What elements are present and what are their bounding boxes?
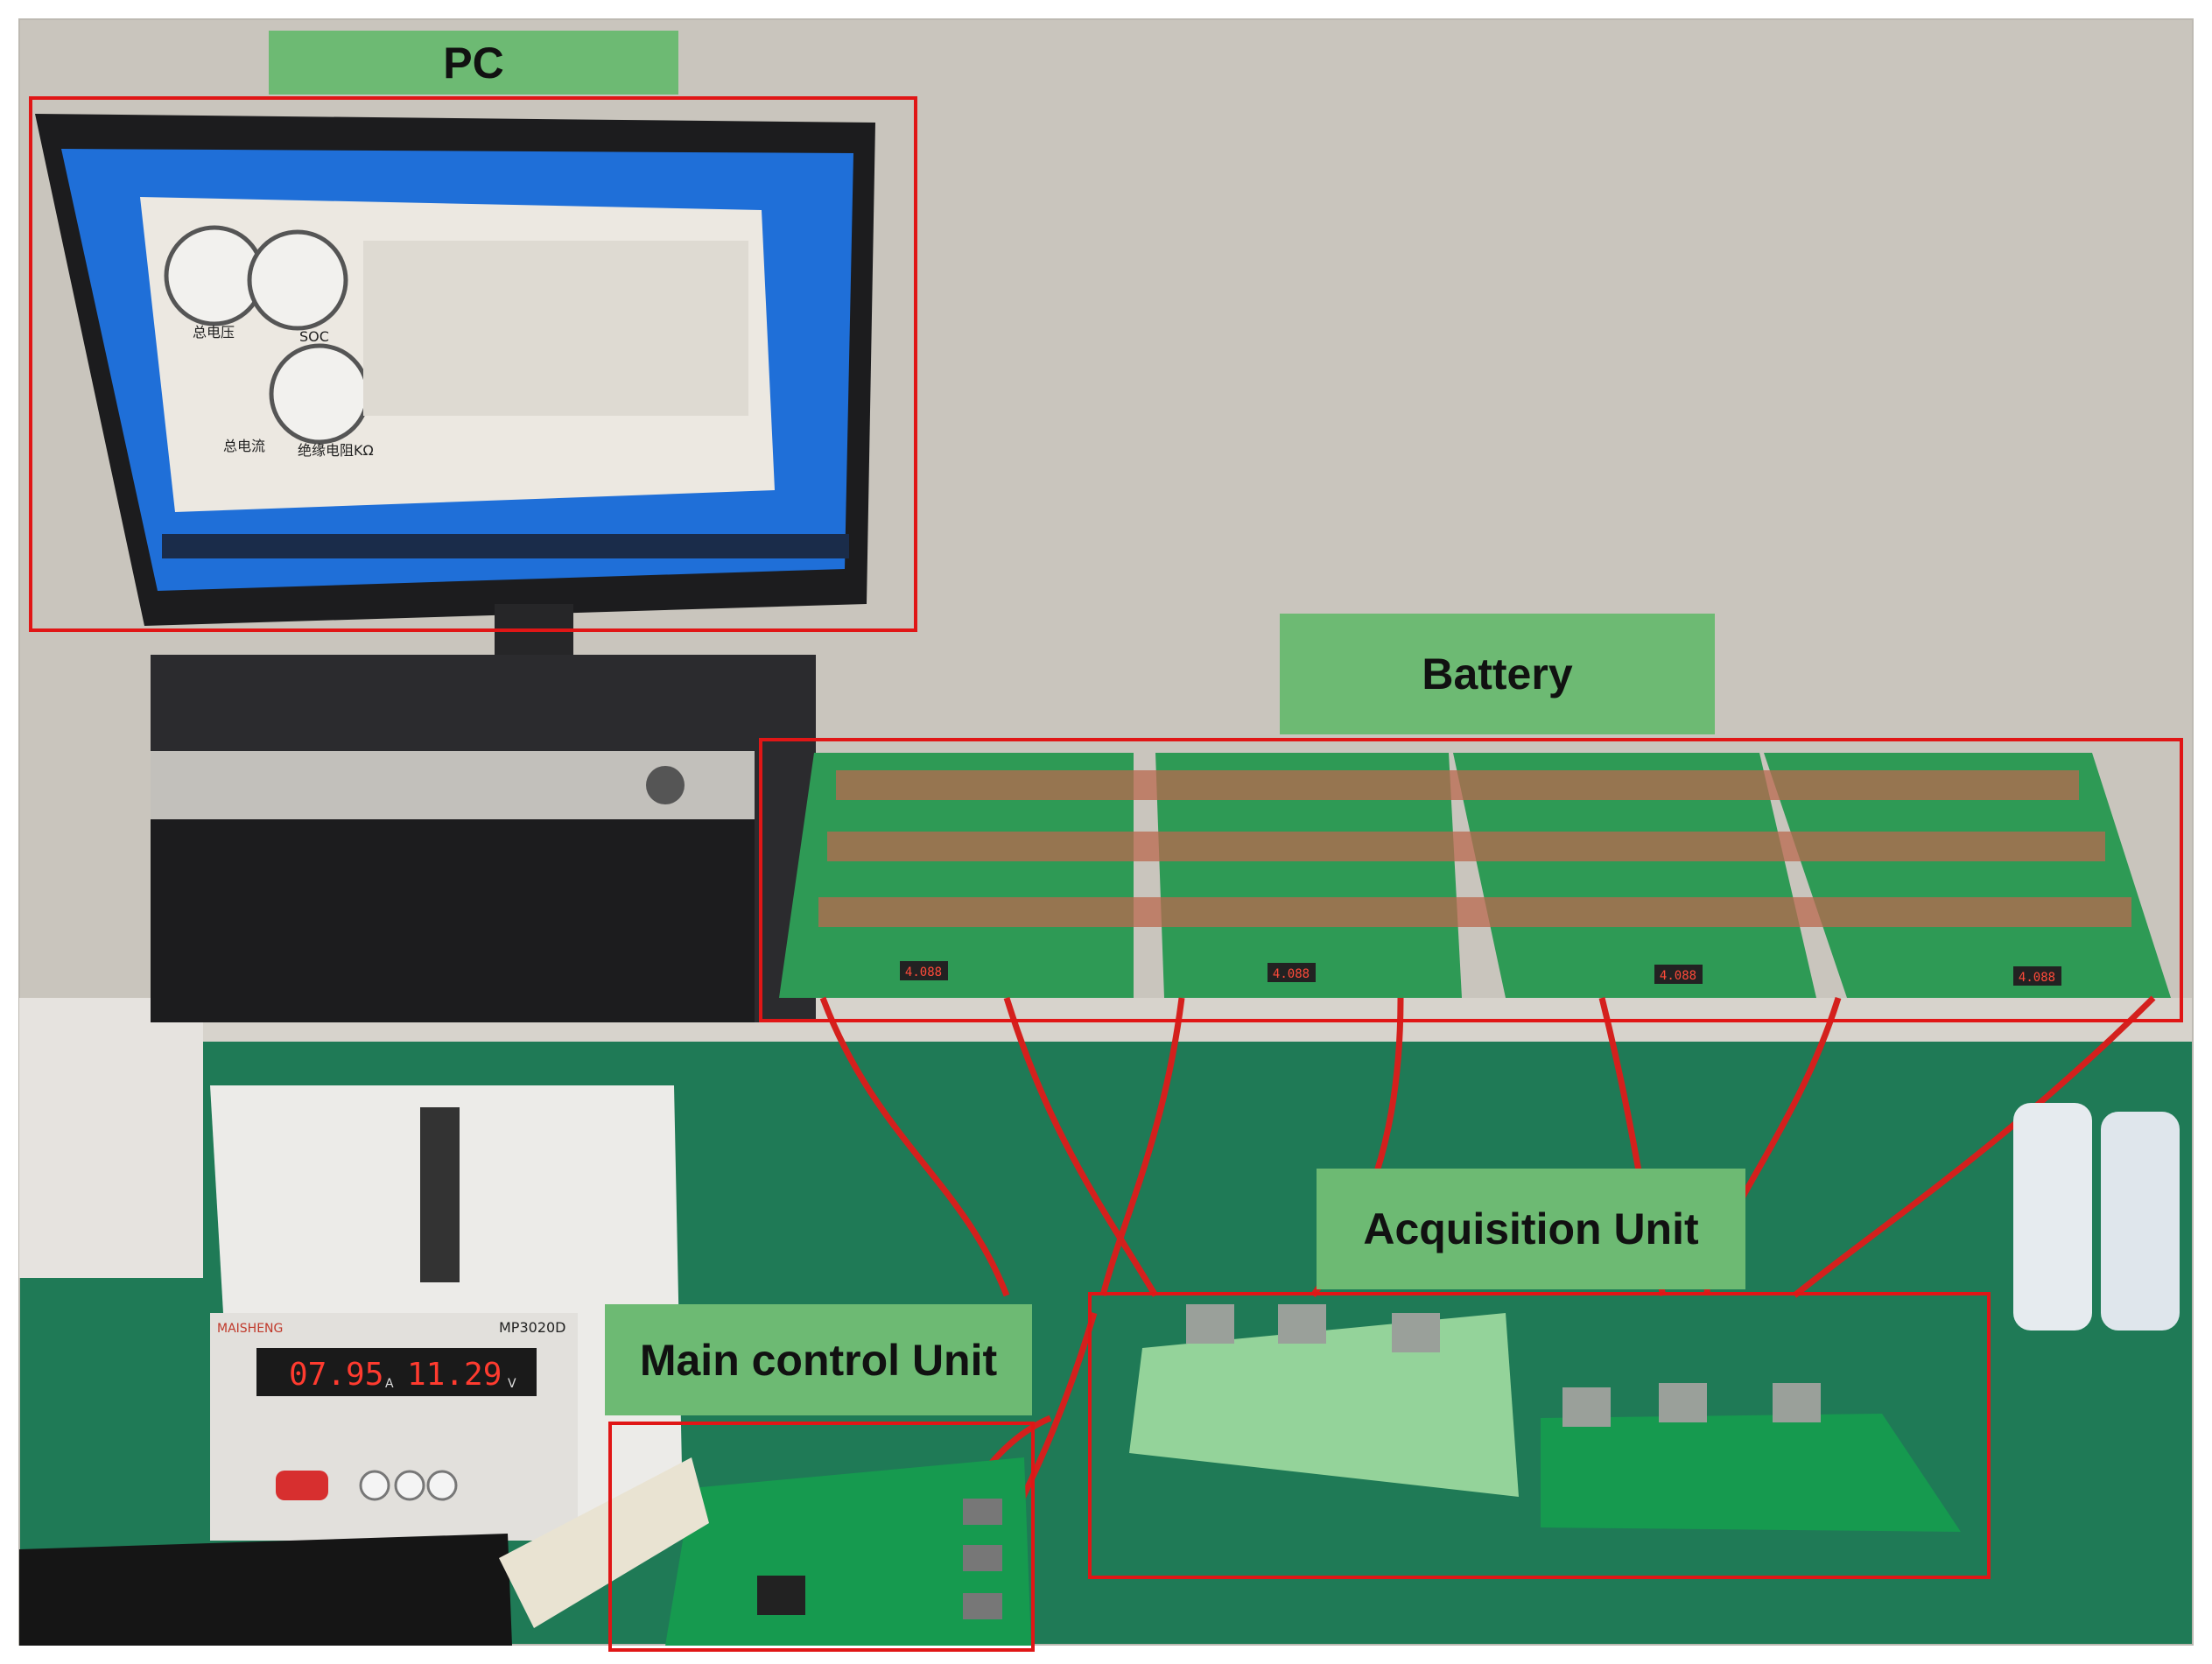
psu-voltage-reading: 11.29: [407, 1357, 502, 1393]
keyboard: [19, 1534, 512, 1646]
acquisition-highlight-box: [1088, 1292, 1991, 1579]
gauge-soc: [247, 229, 348, 331]
acq-connector-1: [1186, 1304, 1234, 1344]
usb-adapter: [499, 1457, 709, 1628]
current-label: 总电流: [223, 438, 265, 454]
psu-handle: [420, 1107, 460, 1282]
harness-2: [1003, 996, 1159, 1297]
water-can-2: [2101, 1112, 2180, 1330]
cell-row-3: [818, 897, 2131, 927]
gauge-2-label: SOC: [299, 328, 329, 345]
board-display-4-value: 4.088: [2019, 971, 2055, 985]
board-display-1: [900, 961, 948, 980]
psu-voltage-unit: V: [508, 1377, 516, 1391]
acq-connector-4: [1562, 1387, 1611, 1427]
psu-knob-1: [359, 1470, 390, 1501]
battery-board-1: [779, 753, 1134, 998]
main-control-unit-label: Main control Unit: [605, 1304, 1032, 1415]
cell-row-2: [827, 832, 2105, 861]
battery-boards: 4.088 4.088 4.088 4.088: [779, 753, 2171, 998]
gauge-3-label: 绝缘电阻KΩ: [298, 442, 374, 459]
taskbar: [162, 534, 849, 558]
pc-tower: [151, 655, 816, 1022]
battery-board-2: [1155, 753, 1462, 998]
acquisition-board-2: [1541, 1414, 1961, 1532]
battery-board-4: [1764, 753, 2171, 998]
pc-label: PC: [269, 31, 678, 95]
photo-border: [18, 18, 2194, 1646]
acq-connector-3: [1392, 1313, 1440, 1352]
psu-knob-2: [394, 1470, 425, 1501]
acq-connector-2: [1278, 1304, 1326, 1344]
psu-power-switch: [276, 1471, 328, 1500]
psu-current-unit: A: [385, 1377, 394, 1391]
mcu-board: [665, 1457, 1031, 1646]
psu-current-reading: 07.95: [289, 1357, 383, 1393]
water-can-1: [2013, 1103, 2092, 1330]
tower-logo: [646, 766, 685, 804]
psu-display: [256, 1348, 537, 1396]
mcu-connector-2: [963, 1545, 1002, 1571]
battery-board-3: [1453, 753, 1816, 998]
pc-monitor: 总电压 SOC 绝缘电阻KΩ 总电流: [35, 114, 875, 722]
psu-knob-3: [426, 1470, 458, 1501]
gauge-1-label: 总电压: [193, 324, 235, 341]
main-control-unit: [499, 1457, 1031, 1646]
mcu-connector-3: [963, 1593, 1002, 1619]
power-supply: MAISHENG MP3020D 07.95 A 11.29 V: [210, 1085, 683, 1541]
acquisition-unit: [1129, 1304, 1961, 1532]
mcu-chip: [757, 1576, 805, 1615]
acq-connector-5: [1659, 1383, 1707, 1422]
psu-front: [210, 1313, 578, 1541]
acquisition-unit-label: Acquisition Unit: [1317, 1169, 1745, 1289]
main-control-highlight-box: [608, 1422, 1035, 1652]
battery-label: Battery: [1280, 614, 1715, 734]
board-display-3-value: 4.088: [1660, 969, 1696, 983]
pc-highlight-box: [29, 96, 917, 632]
acq-connector-6: [1773, 1383, 1821, 1422]
psu-brand: MAISHENG: [217, 1322, 283, 1336]
left-side-box: [19, 998, 203, 1278]
harness-1: [819, 996, 1010, 1297]
board-display-3: [1654, 965, 1703, 984]
board-display-2-value: 4.088: [1273, 967, 1310, 981]
harness-7: [1792, 995, 2156, 1298]
board-display-4: [2013, 966, 2061, 986]
board-display-1-value: 4.088: [905, 965, 942, 979]
harness-3: [1099, 997, 1185, 1296]
battery-highlight-box: [759, 738, 2183, 1022]
cell-row-1: [836, 770, 2079, 800]
mcu-connector-1: [963, 1499, 1002, 1525]
board-display-2: [1268, 963, 1316, 982]
psu-model: MP3020D: [499, 1319, 566, 1336]
acquisition-board-1: [1129, 1313, 1519, 1497]
data-table-area: [363, 241, 748, 416]
